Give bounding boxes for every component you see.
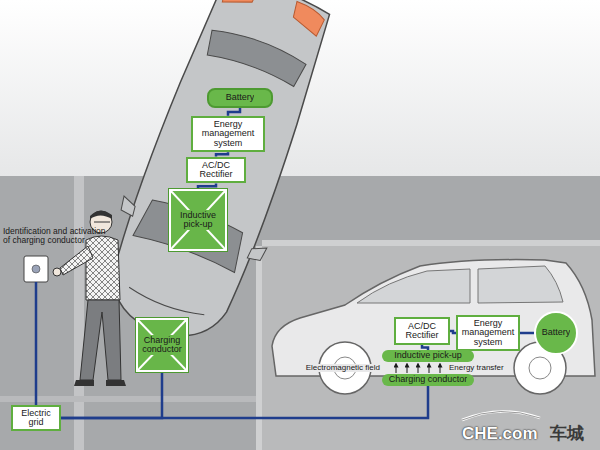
wall-charger xyxy=(35,282,38,406)
top-car xyxy=(288,1,327,36)
side-car xyxy=(529,357,551,379)
top-car xyxy=(127,287,204,319)
cross-line xyxy=(171,191,225,249)
top-car xyxy=(204,24,309,87)
field-arrows xyxy=(407,365,408,373)
person xyxy=(90,211,112,219)
energy-label: Energy transfer xyxy=(447,364,506,373)
top-car xyxy=(84,0,351,358)
pickup-box: Inductive pick-up xyxy=(169,189,227,251)
node-text: Energy management system xyxy=(196,120,260,148)
side-car xyxy=(357,269,470,303)
top-car xyxy=(119,196,139,216)
conductor-pad: Charging conductor xyxy=(136,318,188,372)
person xyxy=(60,246,93,275)
pickup-pill: Inductive pick-up xyxy=(382,350,474,362)
wall-charger xyxy=(32,265,40,273)
node-text: Electric grid xyxy=(16,409,56,428)
side-car xyxy=(272,260,595,394)
person xyxy=(94,222,110,223)
ground xyxy=(256,246,262,450)
side-car xyxy=(478,266,563,303)
field-arrows xyxy=(418,365,419,373)
conductor-pill: Charging conductor xyxy=(382,374,474,386)
rectifier-box: AC/DC Rectifier xyxy=(186,157,246,184)
person xyxy=(80,300,121,380)
power-wire xyxy=(61,372,162,418)
callout-text: Identification and activation of chargin… xyxy=(3,227,107,246)
system-box: Energy management system xyxy=(456,315,520,351)
person xyxy=(74,380,126,386)
person xyxy=(86,236,120,300)
node-text: AC/DC Rectifier xyxy=(399,322,445,341)
wall-charger xyxy=(24,256,48,406)
power-wire xyxy=(520,332,534,335)
logo-arc xyxy=(462,411,540,420)
ground xyxy=(0,176,600,450)
node-text: Charging conductor xyxy=(389,375,468,384)
logo-arc xyxy=(462,411,540,420)
top-car xyxy=(95,0,340,354)
node-text: Energy management system xyxy=(461,319,515,347)
logo-arc xyxy=(462,411,540,420)
top-car xyxy=(220,0,259,12)
cross-line xyxy=(171,191,225,249)
node-text: Inductive pick-up xyxy=(394,351,462,360)
node-text: Inductive pick-up xyxy=(174,210,222,231)
power-wire xyxy=(61,386,428,418)
ground xyxy=(74,176,84,450)
grid-box: Electric grid xyxy=(11,405,61,432)
watermark: 车城 xyxy=(550,425,584,444)
node-text: Battery xyxy=(226,93,255,102)
watermark: CHE.com xyxy=(462,425,538,444)
cross-line xyxy=(138,320,186,370)
wall-charger xyxy=(24,256,48,282)
ground xyxy=(262,240,600,246)
top-car xyxy=(247,243,267,263)
node-text: AC/DC Rectifier xyxy=(191,161,241,180)
field-arrows xyxy=(396,365,397,373)
field-arrows xyxy=(440,365,441,373)
field-arrows xyxy=(396,365,440,373)
power-wire xyxy=(228,108,240,116)
battery-cell: Battery xyxy=(207,88,273,108)
cross-line xyxy=(138,320,186,370)
node-text: Charging conductor xyxy=(141,335,183,356)
field-label: Electromagnetic field xyxy=(304,364,382,373)
person xyxy=(53,268,61,276)
ground xyxy=(262,246,600,450)
rectifier-box: AC/DC Rectifier xyxy=(394,317,450,345)
node-text: Battery xyxy=(542,328,571,337)
battery-circle: Battery xyxy=(534,311,578,355)
field-arrows xyxy=(429,365,430,373)
system-box: Energy management system xyxy=(191,116,265,152)
